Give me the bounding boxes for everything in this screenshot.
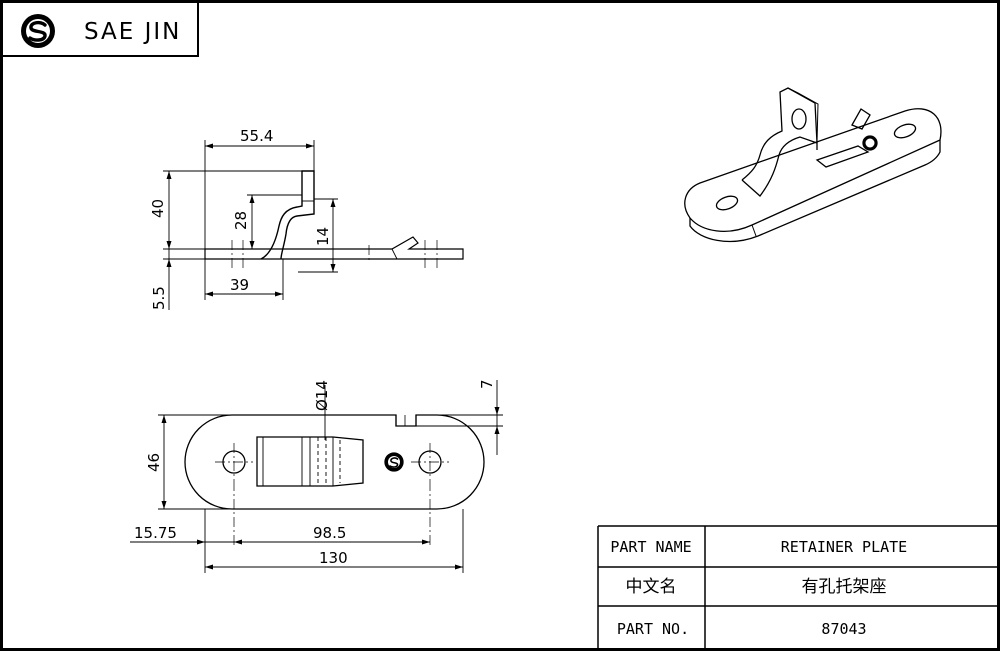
dim-width: 46: [145, 453, 163, 472]
title-label-chinese-name: 中文名: [626, 577, 677, 597]
title-value-chinese-name: 有孔托架座: [802, 577, 887, 597]
dim-thickness: 5.5: [150, 286, 168, 310]
title-value-part-name: RETAINER PLATE: [781, 538, 907, 556]
dim-hole-dia: Ø14: [313, 380, 331, 411]
title-block: PART NAME RETAINER PLATE 中文名 有孔托架座 PART …: [597, 525, 998, 649]
side-view-dims: 55.4 40 28 14 5.5 39: [149, 127, 332, 310]
title-label-part-name: PART NAME: [610, 538, 691, 556]
dim-edge-offset: 15.75: [134, 524, 177, 542]
brand-name: SAE JIN: [84, 19, 181, 45]
dim-total-length: 130: [319, 549, 348, 567]
side-view: [163, 140, 464, 310]
dim-tab: 7: [478, 379, 496, 389]
brand-block: SAE JIN: [2, 2, 199, 57]
top-view: [130, 380, 503, 573]
sj-logo-icon: [21, 14, 55, 48]
dim-rise: 28: [232, 211, 250, 230]
title-value-part-no: 87043: [821, 620, 866, 638]
dim-overall-length: 55.4: [240, 127, 273, 145]
top-view-dims: Ø14 7 46 15.75 98.5 130: [134, 379, 496, 567]
dim-offset: 14: [314, 227, 332, 246]
dim-base-length: 39: [230, 276, 249, 294]
isometric-view: [684, 87, 942, 243]
dim-hole-spacing: 98.5: [313, 524, 346, 542]
dim-height: 40: [149, 199, 167, 218]
part-logo-icon: [384, 452, 404, 472]
title-label-part-no: PART NO.: [617, 620, 689, 638]
